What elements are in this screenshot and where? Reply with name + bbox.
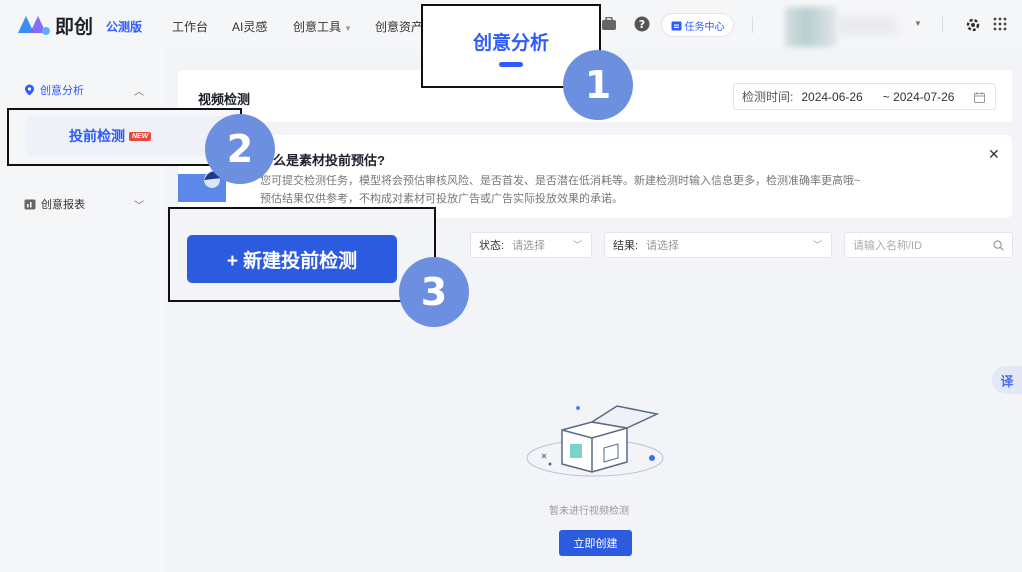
sidebar-section-creative-report[interactable]: 创意报表 ﹀ (24, 196, 174, 212)
chevron-down-icon: ﹀ (572, 240, 582, 250)
close-icon[interactable]: ✕ (988, 146, 1000, 162)
nav-creative-tools[interactable]: 创意工具▼ (293, 18, 352, 35)
sidebar-section-creative-analysis[interactable]: 创意分析 ︿ (24, 82, 174, 98)
date-start[interactable]: 2024-06-26 (801, 89, 863, 104)
settings-icon[interactable] (965, 17, 981, 33)
status-value: 请选择 (512, 240, 546, 252)
tab-creative-analysis[interactable]: 创意分析 (472, 33, 549, 54)
callout-badge-1: 1 (563, 50, 633, 120)
task-center-label: 任务中心 (684, 21, 725, 33)
callout-badge-2: 2 (205, 114, 275, 184)
grid-apps-icon[interactable] (993, 17, 1007, 31)
banner-text: 您可提交检测任务，模型将会预估审核风险、是否首发、是否潜在低消耗等。新建检测时输… (260, 175, 861, 187)
divider (752, 17, 753, 33)
svg-text:?: ? (639, 18, 645, 31)
brand-name[interactable]: 即创 (55, 17, 94, 38)
search-icon[interactable] (993, 240, 1004, 251)
banner-title: 么是素材投前预估? (273, 153, 385, 168)
nav-creative-assets[interactable]: 创意资产 (375, 20, 424, 34)
empty-box-illustration (526, 405, 664, 477)
chevron-down-icon[interactable]: ▼ (914, 19, 922, 28)
task-icon (671, 21, 681, 30)
status-select[interactable]: 状态: 请选择 ﹀ (470, 232, 592, 258)
callout-badge-3: 3 (399, 257, 469, 327)
logo-icon[interactable] (16, 13, 52, 35)
banner-illustration (178, 171, 226, 202)
nav-creative-tools-label: 创意工具 (293, 20, 342, 34)
briefcase-icon[interactable] (601, 17, 617, 31)
sidebar-item-precheck[interactable]: 投前检测 NEW (26, 116, 236, 156)
help-icon[interactable]: ? (634, 16, 650, 32)
chevron-up-icon[interactable]: ︿ (134, 86, 144, 98)
divider (942, 17, 943, 33)
sidebar-section-label: 创意报表 (41, 199, 85, 211)
banner-text: 预估结果仅供参考，不构成对素材可投放广告或广告实际投放效果的承诺。 (260, 193, 623, 205)
empty-state-text: 暂未进行视频检测 (549, 506, 629, 517)
search-input[interactable]: 请输入名称/ID (844, 232, 1013, 258)
chevron-down-icon: ﹀ (812, 240, 822, 250)
status-label: 状态: (479, 240, 505, 252)
calendar-icon (974, 92, 985, 103)
result-value: 请选择 (646, 240, 680, 252)
avatar[interactable] (785, 7, 837, 47)
report-icon (24, 199, 36, 209)
caret-down-icon: ▼ (344, 24, 352, 33)
nav-ai-inspiration[interactable]: AI灵感 (232, 20, 268, 34)
location-pin-icon (25, 84, 34, 96)
sidebar-section-label: 创意分析 (40, 85, 84, 97)
sidebar-item-label: 投前检测 (69, 128, 125, 144)
new-precheck-button[interactable]: + 新建投前检测 (187, 235, 397, 283)
new-badge: NEW (129, 131, 152, 141)
nav-workbench[interactable]: 工作台 (172, 20, 209, 34)
create-now-button[interactable]: 立即创建 (559, 530, 632, 556)
info-banner (178, 135, 1012, 218)
account-name-blurred (837, 17, 897, 35)
date-label: 检测时间: (742, 90, 794, 104)
result-label: 结果: (613, 240, 639, 252)
date-end[interactable]: ~ 2024-07-26 (882, 89, 955, 104)
chevron-down-icon[interactable]: ﹀ (134, 200, 144, 212)
date-range-picker[interactable]: 检测时间: 2024-06-26 ~ 2024-07-26 (733, 83, 996, 110)
page-title: 视频检测 (198, 92, 251, 107)
translate-icon[interactable]: 译 (992, 366, 1022, 394)
task-center-button[interactable]: 任务中心 (661, 13, 734, 37)
result-select[interactable]: 结果: 请选择 ﹀ (604, 232, 832, 258)
active-tab-indicator (499, 62, 523, 67)
search-placeholder: 请输入名称/ID (853, 240, 923, 252)
edition-label: 公测版 (106, 20, 143, 34)
